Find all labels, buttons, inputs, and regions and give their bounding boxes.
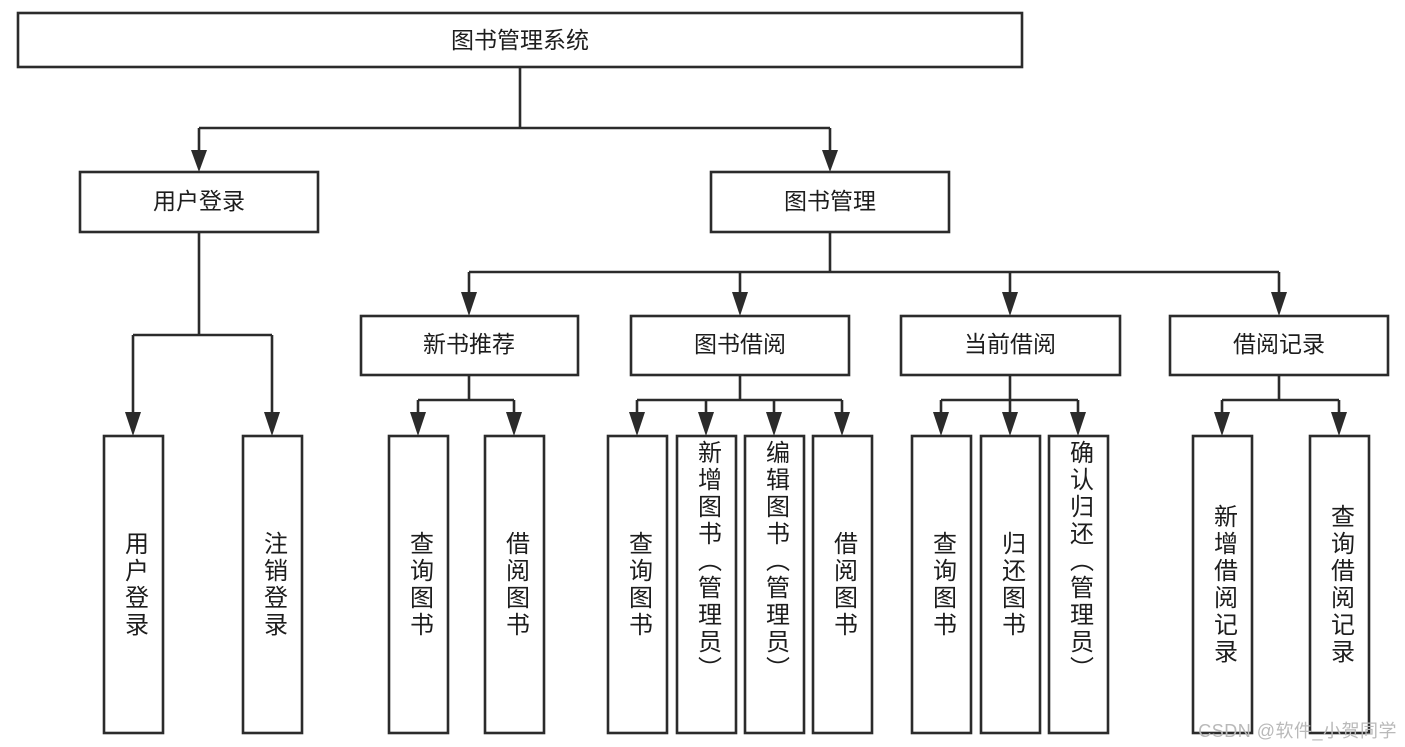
arrow-to-current-borrow [1002, 292, 1018, 316]
arrow-leaf-query-record [1331, 412, 1347, 436]
arrow-to-new-book-rec [461, 292, 477, 316]
node-root-box[interactable] [16, 11, 1024, 69]
node-leaf-borrow-book-2-box[interactable] [811, 434, 874, 735]
node-leaf-add-record-box[interactable] [1191, 434, 1254, 735]
node-leaf-edit-book-box[interactable] [743, 434, 806, 735]
arrow-to-book-borrow [732, 292, 748, 316]
node-book-borrow-label: 图书借阅 [694, 331, 786, 357]
connectors [125, 68, 1347, 436]
node-leaf-query-book-1-box[interactable] [387, 434, 450, 735]
arrow-leaf-query-book-3 [933, 412, 949, 436]
node-book-borrow-box[interactable] [629, 314, 851, 377]
watermark-csdn: CSDN @软件_小贺同学 [1198, 721, 1397, 741]
arrow-leaf-query-book-2 [629, 412, 645, 436]
arrow-leaf-add-record [1214, 412, 1230, 436]
arrow-leaf-user-login [125, 412, 141, 436]
arrow-leaf-borrow-book-1 [506, 412, 522, 436]
arrow-leaf-user-logout [264, 412, 280, 436]
node-new-book-rec-box[interactable] [359, 314, 580, 377]
node-current-borrow-box[interactable] [899, 314, 1122, 377]
arrow-leaf-query-book-1 [410, 412, 426, 436]
node-borrow-record-label: 借阅记录 [1233, 331, 1325, 357]
node-leaf-user-login-box[interactable] [102, 434, 165, 735]
arrow-leaf-confirm-return [1070, 412, 1086, 436]
node-current-borrow-label: 当前借阅 [964, 331, 1056, 357]
nodes: 图书管理系统 用户登录 图书管理 新书推荐 图书借阅 当前借阅 借阅记录 [16, 11, 1390, 735]
arrow-leaf-edit-book [766, 412, 782, 436]
node-leaf-add-book-box[interactable] [675, 434, 738, 735]
node-leaf-query-record-box[interactable] [1308, 434, 1371, 735]
arrow-leaf-return-book [1002, 412, 1018, 436]
node-leaf-return-book-box[interactable] [979, 434, 1042, 735]
arrow-leaf-add-book [698, 412, 714, 436]
node-borrow-record-box[interactable] [1168, 314, 1390, 377]
node-leaf-query-book-2-box[interactable] [606, 434, 669, 735]
node-book-manage-box[interactable] [709, 170, 951, 234]
node-leaf-query-book-3-box[interactable] [910, 434, 973, 735]
node-user-login-label: 用户登录 [153, 188, 245, 214]
node-leaf-confirm-return-box[interactable] [1047, 434, 1110, 735]
node-new-book-rec-label: 新书推荐 [423, 331, 515, 357]
arrow-to-book-manage [822, 150, 838, 172]
arrow-leaf-borrow-book-2 [834, 412, 850, 436]
node-leaf-borrow-book-1-box[interactable] [483, 434, 546, 735]
node-book-manage-label: 图书管理 [784, 188, 876, 214]
arrow-to-borrow-record [1271, 292, 1287, 316]
node-user-login-box[interactable] [78, 170, 320, 234]
arrow-to-user-login [191, 150, 207, 172]
node-leaf-user-logout-box[interactable] [241, 434, 304, 735]
node-root-label: 图书管理系统 [451, 27, 589, 53]
